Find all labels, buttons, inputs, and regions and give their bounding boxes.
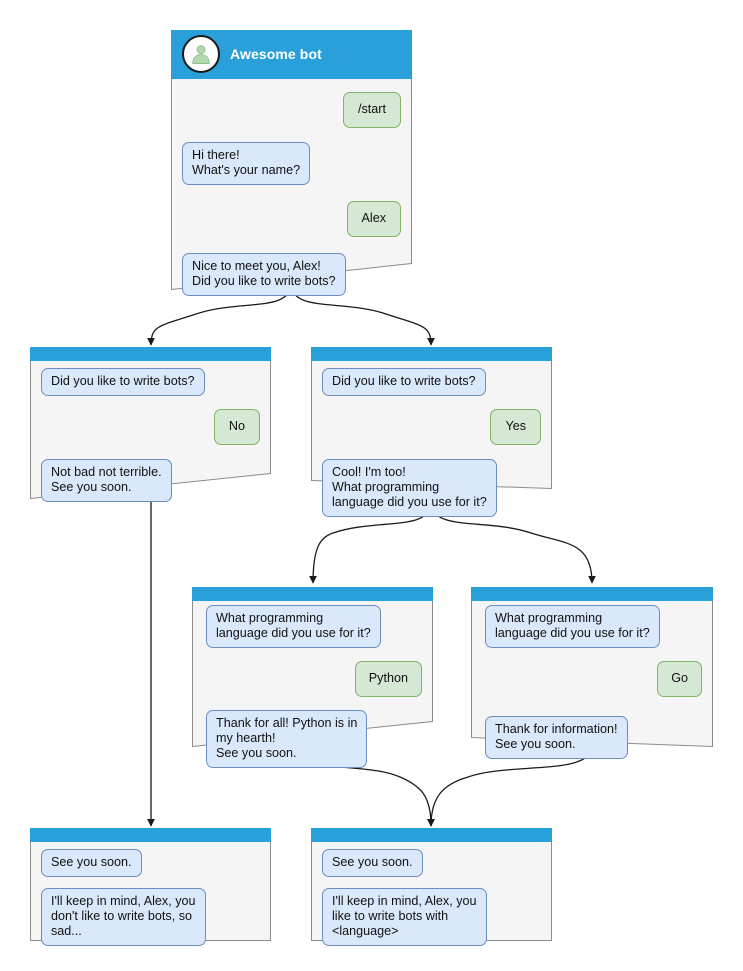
message-row: Yes (322, 409, 541, 445)
bot-bubble[interactable]: What programming language did you use fo… (485, 605, 660, 648)
card-root-body: /start Hi there! What's your name? Alex … (171, 78, 412, 306)
message-row: Thank for information! See you soon. (485, 716, 702, 759)
message-row: Thank for all! Python is in my hearth! S… (206, 710, 422, 768)
user-bubble[interactable]: Python (354, 661, 422, 697)
bot-bubble[interactable]: Not bad not terrible. See you soon. (41, 459, 172, 502)
card-end-yes-body: See you soon. I'll keep in mind, Alex, y… (311, 841, 552, 956)
card-no-branch-header (30, 347, 271, 360)
message-row: Python (206, 661, 422, 697)
message-row: Cool! I'm too! What programming language… (322, 459, 541, 517)
user-bubble[interactable]: Yes (490, 409, 541, 445)
user-bubble[interactable]: No (213, 409, 260, 445)
bot-bubble[interactable]: What programming language did you use fo… (206, 605, 381, 648)
card-python-branch-header (192, 587, 433, 600)
bot-bubble[interactable]: Did you like to write bots? (41, 368, 205, 396)
card-end-no-header (30, 828, 271, 841)
card-root-title: Awesome bot (230, 46, 322, 62)
card-yes-branch-body: Did you like to write bots? Yes Cool! I'… (311, 360, 552, 527)
bot-bubble[interactable]: Thank for information! See you soon. (485, 716, 628, 759)
message-row: Did you like to write bots? (41, 368, 260, 396)
bot-bubble[interactable]: Hi there! What's your name? (182, 142, 311, 185)
card-yes-branch[interactable]: Did you like to write bots? Yes Cool! I'… (311, 347, 552, 517)
person-avatar-icon (182, 35, 220, 73)
message-row: I'll keep in mind, Alex, you like to wri… (322, 888, 541, 946)
card-end-yes-header (311, 828, 552, 841)
message-row: Did you like to write bots? (322, 368, 541, 396)
card-go-branch-header (471, 587, 713, 600)
user-bubble[interactable]: Go (657, 661, 702, 697)
bot-bubble[interactable]: Did you like to write bots? (322, 368, 486, 396)
message-row: What programming language did you use fo… (206, 605, 422, 648)
bot-bubble[interactable]: See you soon. (322, 849, 423, 877)
card-no-branch[interactable]: Did you like to write bots? No Not bad n… (30, 347, 271, 502)
message-row: What programming language did you use fo… (485, 605, 702, 648)
bot-bubble[interactable]: I'll keep in mind, Alex, you don't like … (41, 888, 206, 946)
message-row: No (41, 409, 260, 445)
card-python-branch[interactable]: What programming language did you use fo… (192, 587, 433, 768)
message-row: Go (485, 661, 702, 697)
card-root-header: Awesome bot (171, 30, 412, 78)
message-row: See you soon. (322, 849, 541, 877)
card-end-no[interactable]: See you soon. I'll keep in mind, Alex, y… (30, 828, 271, 946)
card-root[interactable]: Awesome bot /start Hi there! What's your… (171, 30, 412, 296)
message-row: Not bad not terrible. See you soon. (41, 459, 260, 502)
message-row: /start (182, 92, 401, 128)
bot-bubble[interactable]: See you soon. (41, 849, 142, 877)
user-bubble[interactable]: /start (343, 92, 401, 128)
user-bubble[interactable]: Alex (346, 201, 401, 237)
card-end-no-body: See you soon. I'll keep in mind, Alex, y… (30, 841, 271, 956)
bot-bubble[interactable]: I'll keep in mind, Alex, you like to wri… (322, 888, 487, 946)
card-no-branch-body: Did you like to write bots? No Not bad n… (30, 360, 271, 512)
message-row: Nice to meet you, Alex! Did you like to … (182, 253, 401, 296)
card-go-branch[interactable]: What programming language did you use fo… (471, 587, 713, 759)
message-row: Alex (182, 201, 401, 237)
message-row: See you soon. (41, 849, 260, 877)
card-go-branch-body: What programming language did you use fo… (471, 600, 713, 769)
bot-bubble[interactable]: Cool! I'm too! What programming language… (322, 459, 497, 517)
message-row: I'll keep in mind, Alex, you don't like … (41, 888, 260, 946)
card-end-yes[interactable]: See you soon. I'll keep in mind, Alex, y… (311, 828, 552, 946)
card-python-branch-body: What programming language did you use fo… (192, 600, 433, 778)
message-row: Hi there! What's your name? (182, 142, 401, 185)
bot-bubble[interactable]: Nice to meet you, Alex! Did you like to … (182, 253, 346, 296)
card-yes-branch-header (311, 347, 552, 360)
bot-bubble[interactable]: Thank for all! Python is in my hearth! S… (206, 710, 368, 768)
